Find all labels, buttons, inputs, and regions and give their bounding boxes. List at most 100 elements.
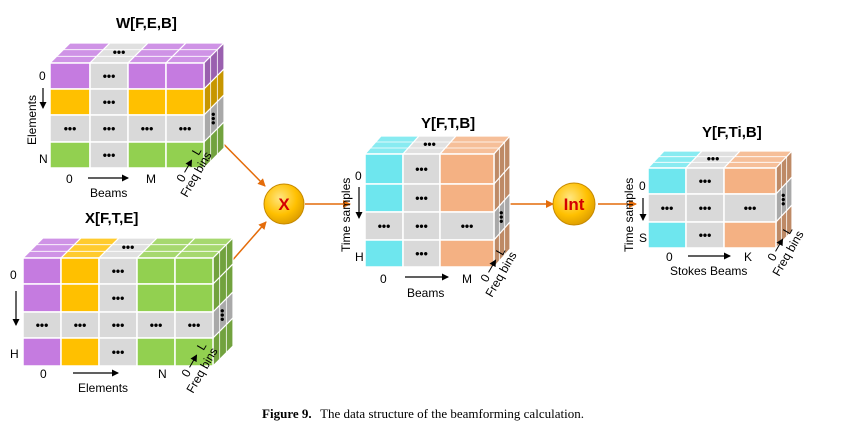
ellipsis-icon: ••• (415, 162, 428, 176)
cube-front-cell (127, 88, 167, 116)
cube-w: ••• ••• ••• ••• ••• ••• ••• ••• ••• (48, 41, 226, 170)
cube-front-cell (60, 257, 100, 285)
cube-front-cell (364, 239, 404, 268)
ellipsis-icon: ••• (661, 201, 674, 215)
ellipsis-icon: ••• (699, 201, 712, 215)
integrate-operator-label: Int (564, 195, 585, 214)
ellipsis-icon: ••• (112, 345, 125, 359)
figure-caption-text: The data structure of the beamforming ca… (320, 406, 584, 421)
integrate-operator: Int (552, 182, 596, 226)
ellipsis-icon: ••• (112, 318, 125, 332)
cube-front-cell (49, 141, 91, 169)
cube-y-row-axis: Time samples (339, 178, 353, 252)
ellipsis-icon: ••• (36, 318, 49, 332)
cube-front-cell (89, 114, 129, 143)
cube-front-cell (60, 283, 100, 313)
cube-w-row-axis: Elements (25, 95, 39, 145)
cube-w-col-end: M (146, 172, 156, 186)
ellipsis-icon: ••• (141, 122, 154, 136)
cube-yi-col-end: K (744, 250, 752, 264)
cube-y-col-axis: Beams (407, 286, 444, 300)
cube-front-cell (439, 153, 495, 185)
cube-front-cell (98, 337, 138, 367)
cube-front-cell (22, 283, 62, 313)
cube-front-cell (165, 88, 205, 116)
cube-front-cell (174, 283, 214, 313)
cube-x-row-start: 0 (10, 268, 17, 282)
ellipsis-icon: ••• (699, 174, 712, 188)
cube-y-col-end: M (462, 272, 472, 286)
ellipsis-icon: ••• (461, 219, 474, 233)
ellipsis-icon: ••• (113, 45, 126, 59)
cube-x-col-end: N (158, 367, 167, 381)
cube-front-cell (165, 141, 205, 169)
ellipsis-icon: ••• (122, 240, 135, 254)
cube-w-col-axis: Beams (90, 186, 127, 200)
cube-y-row-start: 0 (355, 169, 362, 183)
ellipsis-icon: ••• (112, 291, 125, 305)
ellipsis-icon: ••• (423, 137, 436, 151)
cube-x-row-end: H (10, 347, 19, 361)
cube-front-cell (60, 337, 100, 367)
cube-front-cell (22, 337, 62, 367)
ellipsis-icon: ••• (188, 318, 201, 332)
ellipsis-icon: ••• (494, 211, 508, 224)
cube-front-cell (439, 183, 495, 213)
cube-w-row-end: N (39, 152, 48, 166)
ellipsis-icon: ••• (64, 122, 77, 136)
cube-yi-row-axis: Time samples (622, 178, 636, 252)
cube-front-cell (174, 257, 214, 285)
cube-front-cell (165, 62, 205, 90)
ellipsis-icon: ••• (415, 247, 428, 261)
multiply-operator: X (263, 183, 305, 225)
cube-front-cell (364, 153, 404, 185)
cube-front-cell (402, 211, 441, 241)
ellipsis-icon: ••• (179, 122, 192, 136)
cube-yi: ••••••••••••••••••••• (646, 149, 794, 250)
ellipsis-icon: ••• (74, 318, 87, 332)
cube-x: ••• ••• ••• ••• ••• ••• ••• ••• ••• ••• (21, 236, 235, 368)
ellipsis-icon: ••• (776, 193, 790, 206)
ellipsis-icon: ••• (415, 191, 428, 205)
ellipsis-icon: ••• (744, 201, 757, 215)
cube-front-cell (174, 311, 214, 339)
cube-yi-col-axis: Stokes Beams (670, 264, 747, 278)
cube-yi-row-start: 0 (639, 179, 646, 193)
cube-front-cell (685, 167, 725, 195)
ellipsis-icon: ••• (215, 309, 229, 322)
cube-y-title: Y[F,T,B] (421, 115, 475, 132)
cube-front-cell (439, 239, 495, 268)
cube-y: •••••••••••••••••••••••• (363, 134, 512, 269)
figure-caption: Figure 9. The data structure of the beam… (262, 405, 584, 422)
cube-x-col-start: 0 (40, 367, 47, 381)
cube-front-cell (136, 283, 176, 313)
ellipsis-icon: ••• (378, 219, 391, 233)
cube-yi-row-end: S (639, 231, 647, 245)
ellipsis-icon: ••• (103, 148, 116, 162)
ellipsis-icon: ••• (150, 318, 163, 332)
cube-front-cell (402, 239, 441, 268)
cube-w-row-start: 0 (39, 69, 46, 83)
cube-front-cell (165, 114, 205, 143)
ellipsis-icon: ••• (112, 264, 125, 278)
ellipsis-icon: ••• (206, 112, 220, 125)
cube-front-cell (723, 221, 777, 249)
cube-front-cell (49, 62, 91, 90)
ellipsis-icon: ••• (103, 95, 116, 109)
cube-front-cell (136, 337, 176, 367)
cube-w-col-start: 0 (66, 172, 73, 186)
cube-front-cell (49, 88, 91, 116)
ellipsis-icon: ••• (103, 69, 116, 83)
cube-x-col-axis: Elements (78, 381, 128, 395)
cube-front-cell (127, 141, 167, 169)
cube-front-cell (136, 257, 176, 285)
ellipsis-icon: ••• (103, 122, 116, 136)
cube-front-cell (89, 88, 129, 116)
cube-front-cell (723, 167, 777, 195)
ellipsis-icon: ••• (699, 228, 712, 242)
cube-front-cell (364, 183, 404, 213)
cube-y-col-start: 0 (380, 272, 387, 286)
cube-x-title: X[F,T,E] (85, 210, 138, 227)
cube-front-cell (22, 257, 62, 285)
